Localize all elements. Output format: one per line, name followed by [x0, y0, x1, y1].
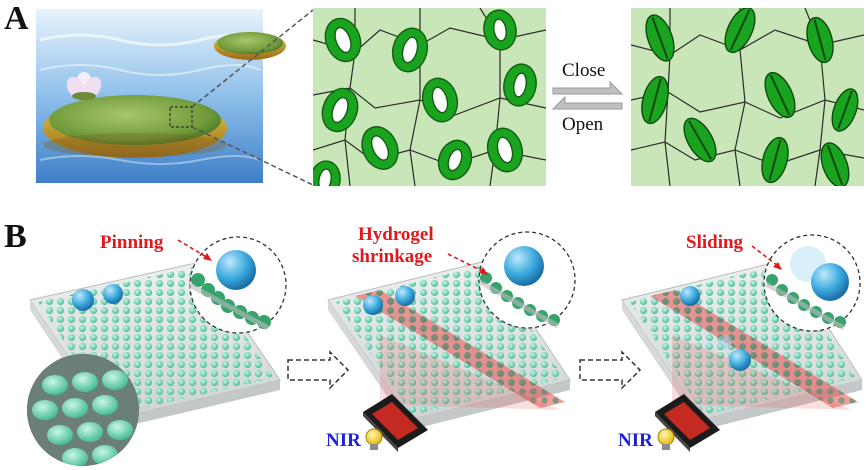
hydrogel-label: Hydrogel [358, 224, 434, 245]
arrow-left-icon [551, 95, 623, 110]
arrow-right-icon [552, 80, 624, 95]
pinning-label: Pinning [100, 232, 164, 253]
reversible-arrows [551, 80, 624, 110]
inset-sliding [763, 234, 861, 332]
panel-letter-b: B [4, 218, 27, 255]
light-cone [672, 335, 852, 415]
open-stomata-group [313, 9, 537, 186]
close-label: Close [562, 60, 606, 81]
shrinkage-label: shrinkage [352, 246, 433, 267]
lightbulb-icon [365, 428, 383, 450]
nir-label-1: NIR [326, 430, 361, 451]
inset-hydrogel-shrinkage [478, 231, 576, 329]
pointer-line-pinning [177, 239, 209, 259]
inset-pinning [188, 236, 287, 334]
droplet [72, 289, 94, 311]
nir-label-2: NIR [618, 430, 653, 451]
lotus-flower-icon [66, 72, 102, 100]
lightbulb-icon [657, 428, 675, 450]
droplet [729, 349, 751, 371]
zoom-box [169, 106, 193, 128]
droplet [811, 263, 849, 301]
open-label: Open [562, 114, 604, 135]
panel-letter-a: A [4, 0, 29, 37]
leaf-surface-open-stomata [313, 8, 546, 186]
light-cone [380, 335, 560, 415]
droplet [395, 286, 415, 306]
droplet [363, 295, 383, 315]
droplet [103, 284, 123, 304]
sliding-label: Sliding [686, 232, 744, 253]
droplet [216, 250, 256, 290]
step-arrow-2-icon [579, 350, 642, 390]
water-lily-photo [36, 9, 286, 183]
zoom-line-bottom [191, 126, 314, 186]
closed-stomata-group [641, 8, 859, 186]
pointer-line-sliding [751, 245, 779, 267]
droplet [504, 246, 544, 286]
zoom-line-top [191, 9, 314, 108]
leaf-surface-closed-stomata [631, 8, 864, 186]
step-arrow-1-icon [287, 350, 350, 390]
droplet [680, 286, 700, 306]
